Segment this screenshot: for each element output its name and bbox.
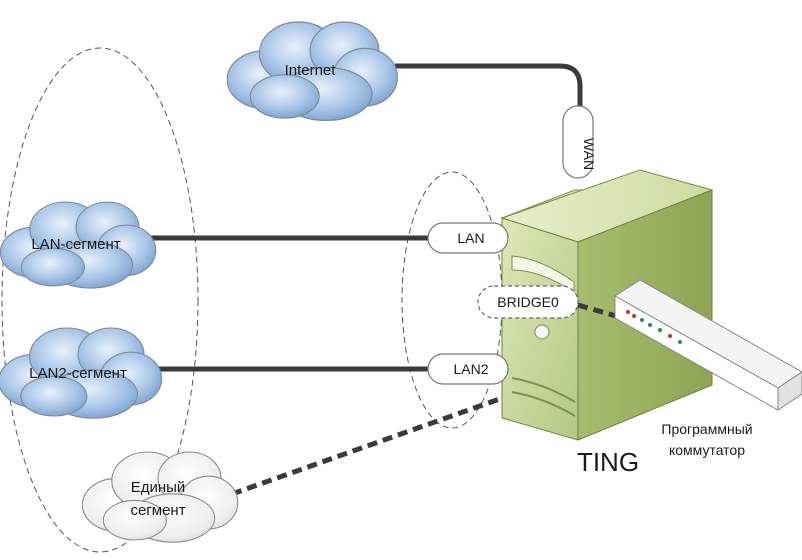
unified-segment-cable (231, 339, 661, 497)
unified-segment-cloud (81, 451, 239, 543)
power-button[interactable] (534, 324, 550, 340)
wan-interface (562, 105, 594, 179)
bridge-interface (477, 285, 579, 319)
lan2-interface-label: LAN2 (453, 361, 488, 377)
switch-label-line1: Программный (661, 421, 752, 437)
lan-segment-label: LAN-сегмент (31, 236, 120, 253)
internet-label: Internet (285, 62, 337, 79)
switch-port-leds (626, 310, 682, 344)
lan-interface-label: LAN (457, 230, 484, 246)
server-name: TING (577, 447, 639, 477)
segment-group-outline (1, 47, 199, 553)
wan-interface-label: WAN (581, 138, 597, 170)
unified-segment-label-line1: Единый (131, 479, 186, 496)
lan2-interface (427, 353, 509, 385)
bridge-interface-label: BRIDGE0 (497, 294, 559, 310)
lan2-segment-label: LAN2-сегмент (29, 365, 127, 382)
switch-label-line2: коммутатор (669, 442, 745, 458)
software-switch (614, 279, 802, 411)
lan-interface (427, 222, 509, 254)
internet-cable (395, 63, 583, 132)
unified-segment-label-line2: сегмент (130, 502, 185, 519)
